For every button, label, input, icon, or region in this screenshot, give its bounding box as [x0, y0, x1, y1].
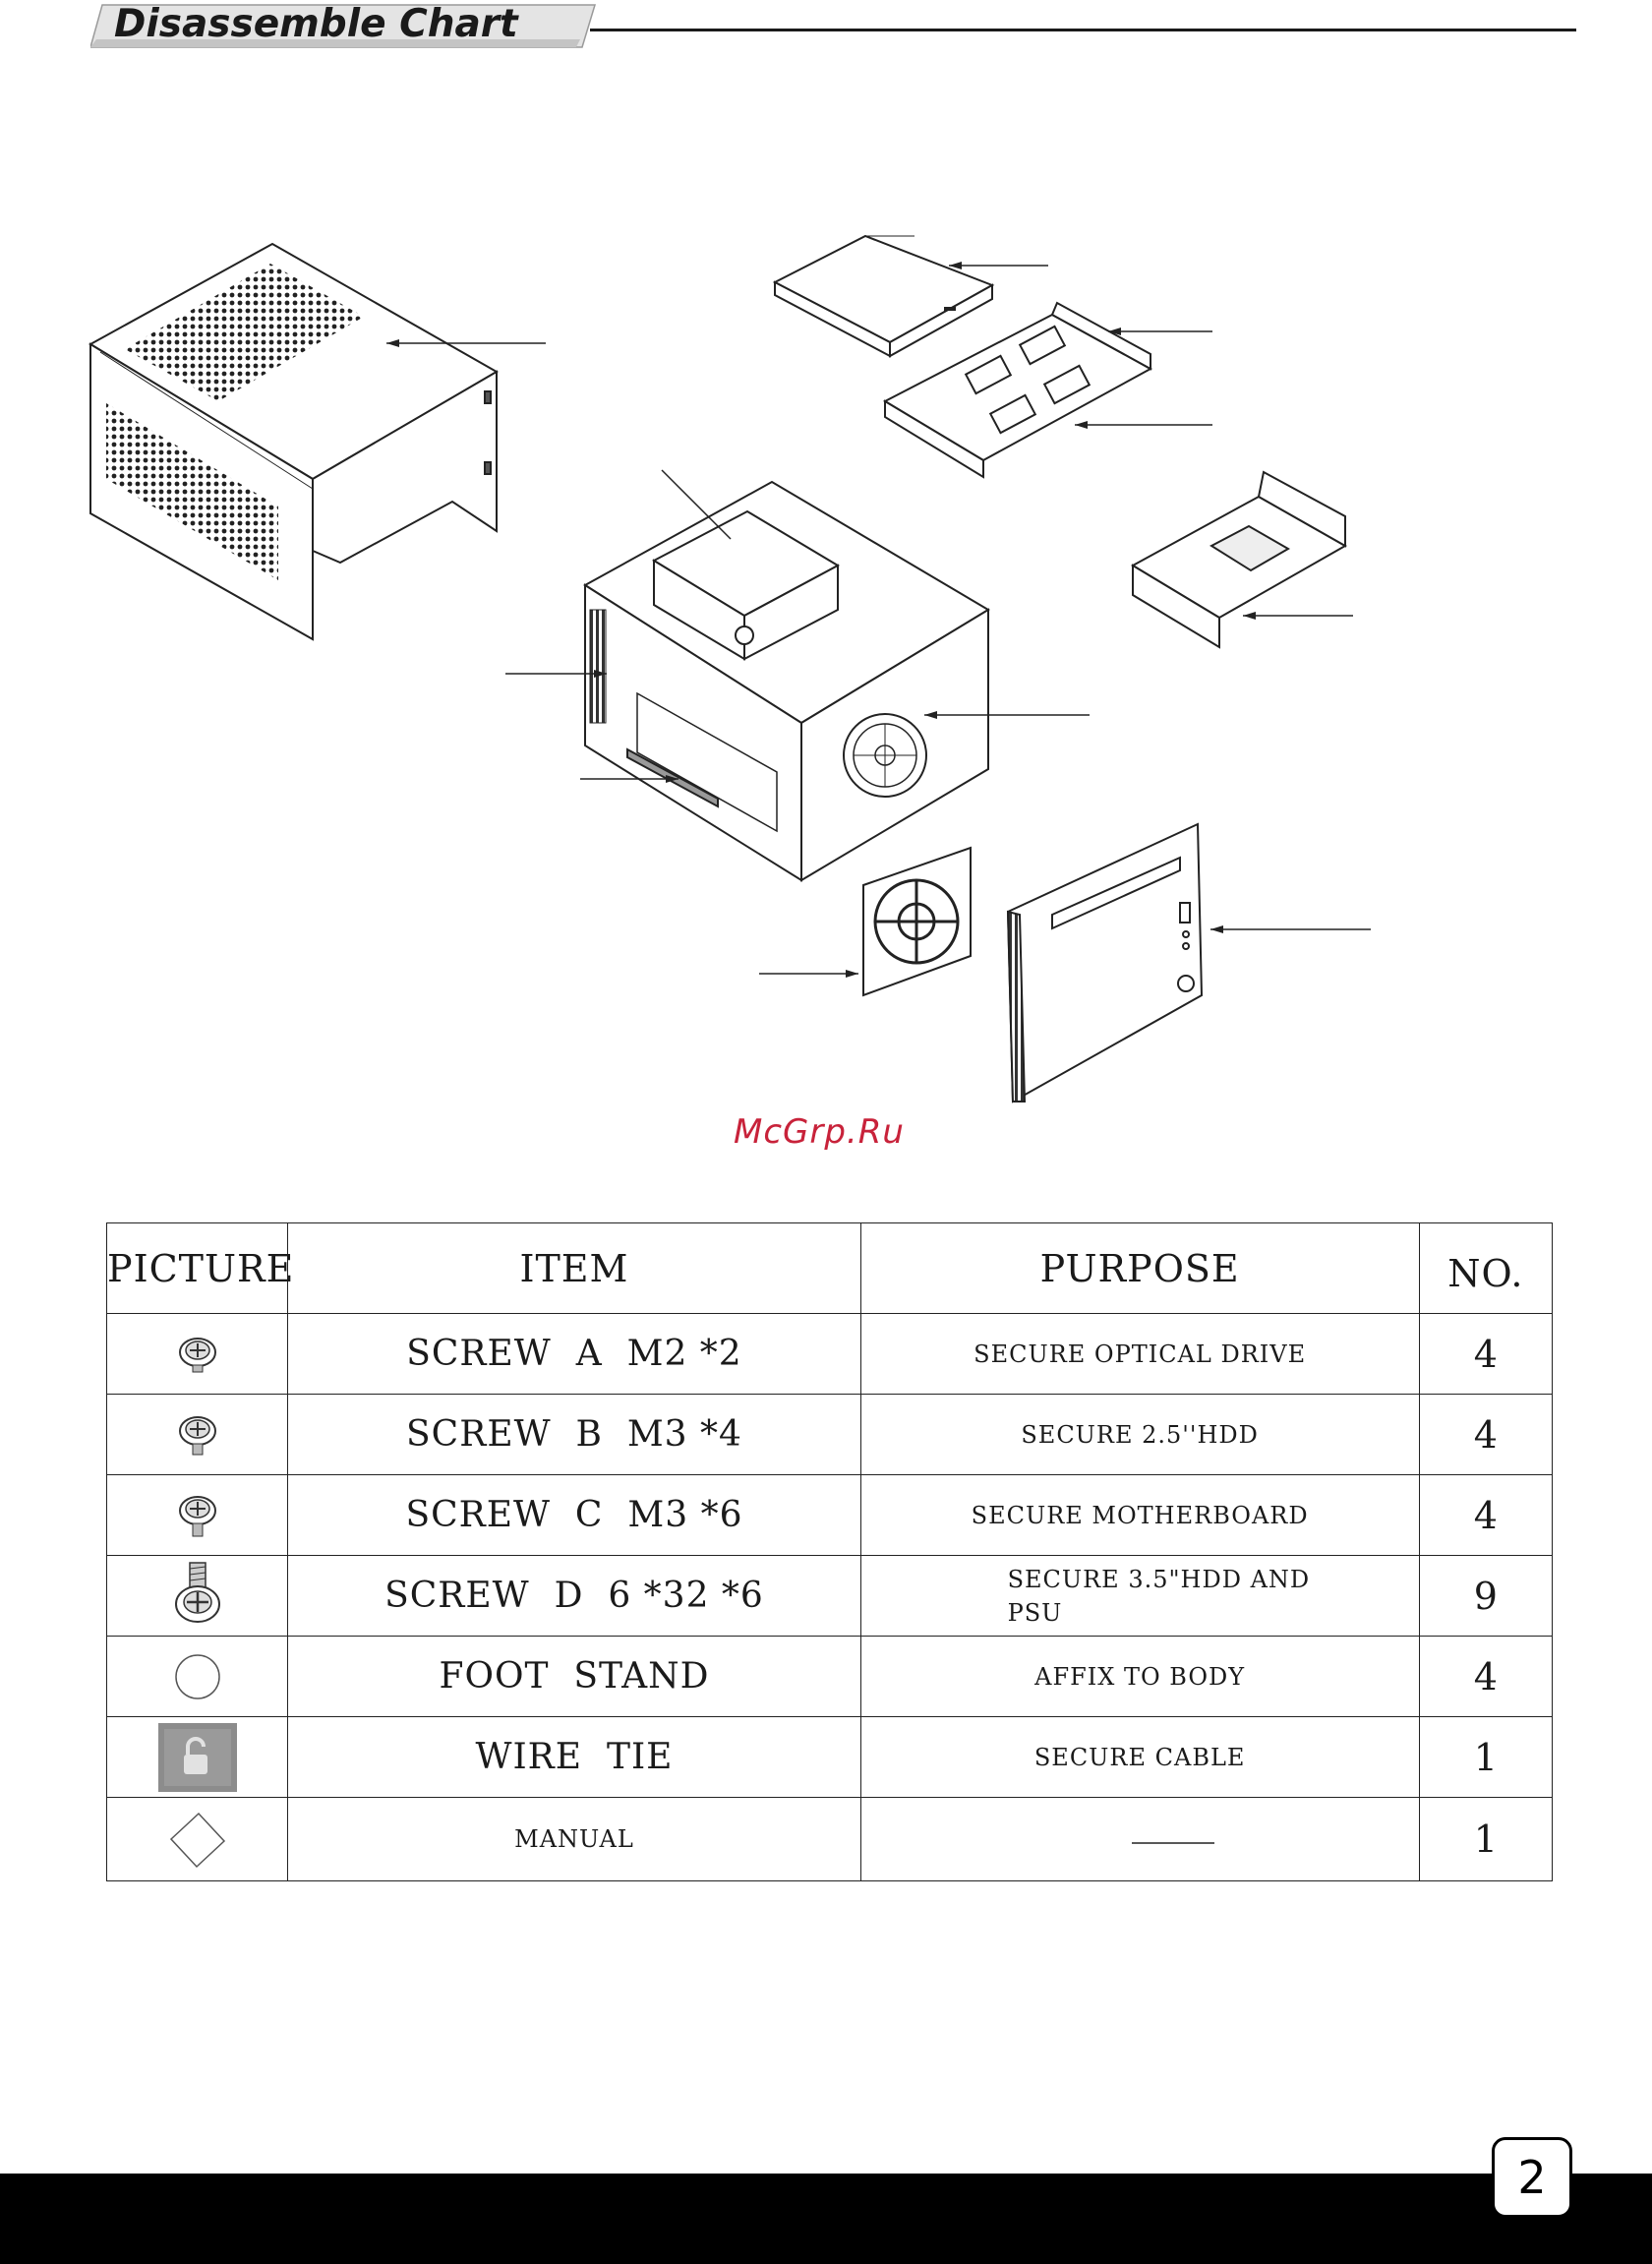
purpose-cell: SECURE 2.5''HDD: [859, 1394, 1420, 1475]
picture-cell: [105, 1636, 289, 1717]
item-cell: WIRE TIE: [287, 1716, 861, 1798]
table-header-row: PICTURE ITEM PURPOSE NO.: [105, 1222, 1554, 1314]
footer-bar: [0, 2174, 1652, 2264]
item-cell: SCREW B M3 *4: [287, 1394, 861, 1475]
item-cell: SCREW D 6 *32 *6: [287, 1555, 861, 1637]
exploded-diagram: [88, 234, 1371, 1103]
header-item: ITEM: [287, 1222, 861, 1314]
header-no: NO.: [1418, 1222, 1554, 1314]
purpose-cell: SECURE OPTICAL DRIVE: [859, 1313, 1420, 1395]
header-picture: PICTURE: [105, 1222, 293, 1314]
front-panel: [1006, 822, 1371, 1103]
picture-cell: [105, 1313, 289, 1395]
parts-table: PICTURE ITEM PURPOSE NO. SCREW A M2 *2 S…: [105, 1222, 1554, 1881]
table-row: SCREW C M3 *6 SECURE MOTHERBOARD 4: [105, 1474, 1554, 1556]
header-rule: [590, 29, 1576, 31]
manual-icon: [169, 1812, 225, 1869]
purpose-cell: SECURE CABLE: [859, 1716, 1420, 1798]
screw-c-icon: [178, 1495, 216, 1536]
header-tab-shape: [90, 4, 597, 48]
quantity-cell: 4: [1418, 1394, 1554, 1475]
item-cell: MANUAL: [287, 1797, 861, 1881]
page-title: Disassemble Chart: [114, 2, 518, 46]
hdd-cage: [1130, 470, 1353, 649]
quantity-cell: 1: [1418, 1797, 1554, 1881]
table-row: SCREW D 6 *32 *6 SECURE 3.5"HDD AND PSU …: [105, 1555, 1554, 1637]
purpose-cell: AFFIX TO BODY: [859, 1636, 1420, 1717]
screw-b-icon: [178, 1415, 216, 1455]
watermark: McGrp.Ru: [734, 1112, 905, 1152]
picture-cell: [105, 1555, 289, 1637]
purpose-cell: SECURE 3.5"HDD AND PSU: [859, 1555, 1420, 1637]
purpose-cell: [859, 1797, 1420, 1881]
foot-stand-icon: [174, 1653, 220, 1699]
page-number: 2: [1492, 2137, 1572, 2218]
purpose-cell: SECURE MOTHERBOARD: [859, 1474, 1420, 1556]
screw-a-icon: [178, 1337, 216, 1372]
quantity-cell: 4: [1418, 1636, 1554, 1717]
picture-cell: [105, 1394, 289, 1475]
quantity-cell: 4: [1418, 1474, 1554, 1556]
picture-cell: [105, 1716, 289, 1798]
table-row: SCREW A M2 *2 SECURE OPTICAL DRIVE 4: [105, 1313, 1554, 1395]
quantity-cell: 4: [1418, 1313, 1554, 1395]
picture-cell: [105, 1474, 289, 1556]
fan-filter: [759, 846, 972, 997]
optical-drive: [772, 234, 1048, 358]
wire-tie-icon: [157, 1722, 237, 1792]
item-cell: SCREW C M3 *6: [287, 1474, 861, 1556]
quantity-cell: 1: [1418, 1716, 1554, 1798]
quantity-cell: 9: [1418, 1555, 1554, 1637]
item-cell: FOOT STAND: [287, 1636, 861, 1717]
item-cell: SCREW A M2 *2: [287, 1313, 861, 1395]
table-row: SCREW B M3 *4 SECURE 2.5''HDD 4: [105, 1394, 1554, 1475]
picture-cell: [105, 1797, 289, 1881]
table-row: FOOT STAND AFFIX TO BODY 4: [105, 1636, 1554, 1717]
drive-bracket: [882, 301, 1212, 479]
outer-cover: [88, 242, 546, 641]
table-row: MANUAL 1: [105, 1797, 1554, 1881]
table-row: WIRE TIE SECURE CABLE 1: [105, 1716, 1554, 1798]
screw-d-icon: [174, 1561, 220, 1623]
header-purpose: PURPOSE: [859, 1222, 1420, 1314]
purpose-dash: [1131, 1842, 1214, 1844]
chassis: [505, 469, 1090, 882]
